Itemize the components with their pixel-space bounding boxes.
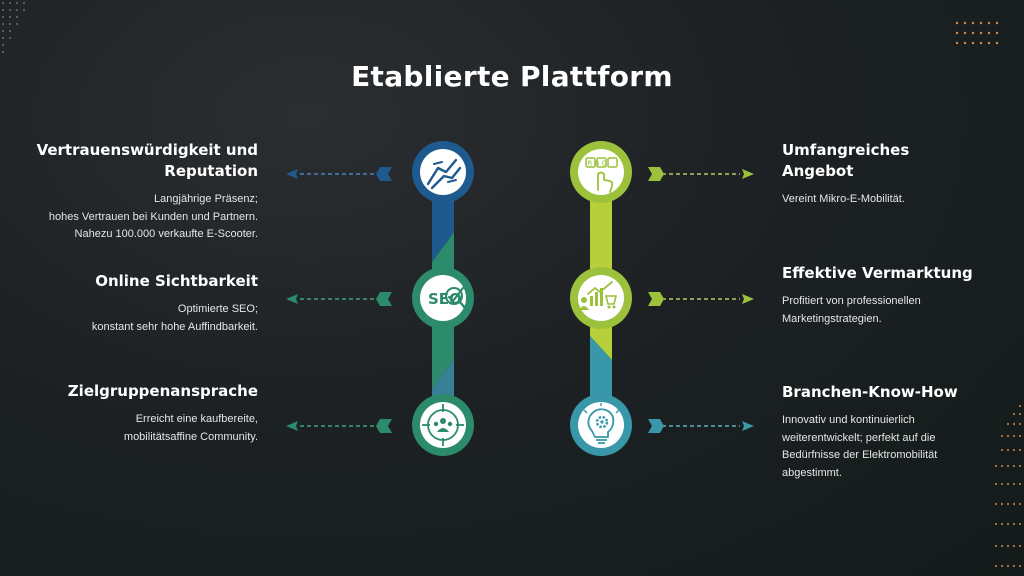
left-connector-3 bbox=[286, 419, 392, 433]
dot-grid-top-right bbox=[955, 21, 999, 45]
arrow-left-icon bbox=[286, 421, 298, 431]
left-connector-1 bbox=[286, 167, 392, 181]
right-connector-2 bbox=[648, 292, 754, 306]
left-bar-segment-3 bbox=[432, 322, 454, 388]
block-description: Langjährige Präsenz; hohes Vertrauen bei… bbox=[48, 193, 258, 240]
target-audience-icon bbox=[412, 394, 474, 456]
block-description: Erreicht eine kaufbereite, mobilitätsaff… bbox=[123, 413, 258, 443]
block-description: Optimierte SEO; konstant sehr hohe Auffi… bbox=[91, 303, 258, 333]
seo-icon-text: SEO bbox=[428, 290, 462, 308]
chevron-left-icon bbox=[376, 292, 392, 306]
block-heading: Branchen-Know-How bbox=[782, 383, 958, 401]
right-block-knowhow: Branchen-Know-How Innovativ und kontinui… bbox=[782, 382, 958, 482]
page-title: Etablierte Plattform bbox=[351, 60, 673, 93]
keyboard-hand-icon: R B C bbox=[570, 141, 632, 203]
keyboard-hand-icon-text: R B C bbox=[588, 160, 607, 168]
chevron-left-icon bbox=[376, 167, 392, 181]
dot-grid-top-left bbox=[2, 2, 25, 53]
left-bar-segment-1 bbox=[432, 200, 454, 262]
block-description: Innovativ und kontinuierlich weiterentwi… bbox=[782, 414, 938, 479]
right-bar-segment-3 bbox=[590, 336, 612, 400]
seo-icon: SEO bbox=[412, 267, 474, 329]
block-heading: Zielgruppenansprache bbox=[67, 382, 258, 400]
chevron-right-icon bbox=[648, 292, 664, 306]
left-block-audience: Zielgruppenansprache Erreicht eine kaufb… bbox=[68, 381, 258, 446]
block-heading: Vertrauenswürdigkeit und Reputation bbox=[36, 141, 258, 180]
chevron-left-icon bbox=[376, 419, 392, 433]
left-connector-2 bbox=[286, 292, 392, 306]
arrow-left-icon bbox=[286, 169, 298, 179]
left-bar-segment-2 bbox=[432, 232, 454, 275]
left-block-visibility: Online Sichtbarkeit Optimierte SEO; kons… bbox=[92, 271, 258, 336]
handshake-icon bbox=[412, 141, 474, 203]
chevron-right-icon bbox=[648, 419, 664, 433]
block-heading: Effektive Vermarktung bbox=[782, 264, 973, 282]
arrow-right-icon bbox=[742, 294, 754, 304]
right-bar-segment-2 bbox=[590, 322, 612, 360]
right-connector-1 bbox=[648, 167, 754, 181]
right-block-marketing: Effektive Vermarktung Profitiert von pro… bbox=[782, 263, 973, 328]
block-description: Profitiert von professionellen Marketing… bbox=[782, 295, 921, 325]
right-column bbox=[590, 200, 612, 400]
left-column bbox=[432, 200, 454, 400]
right-bar-segment-1 bbox=[590, 200, 612, 275]
arrow-left-icon bbox=[286, 294, 298, 304]
dot-grid-bottom-right bbox=[995, 405, 1021, 567]
arrow-right-icon bbox=[742, 169, 754, 179]
left-block-trust: Vertrauenswürdigkeit und Reputation Lang… bbox=[37, 140, 258, 244]
chevron-right-icon bbox=[648, 167, 664, 181]
right-connector-3 bbox=[648, 419, 754, 433]
block-heading: Umfangreiches Angebot bbox=[782, 141, 910, 180]
block-description: Vereint Mikro-E-Mobilität. bbox=[782, 193, 905, 205]
lightbulb-gear-icon bbox=[570, 394, 632, 456]
arrow-right-icon bbox=[742, 421, 754, 431]
block-heading: Online Sichtbarkeit bbox=[95, 272, 258, 290]
right-block-offer: Umfangreiches Angebot Vereint Mikro-E-Mo… bbox=[782, 140, 909, 209]
left-bar-segment-4 bbox=[432, 360, 454, 400]
marketing-chart-icon bbox=[570, 267, 632, 329]
